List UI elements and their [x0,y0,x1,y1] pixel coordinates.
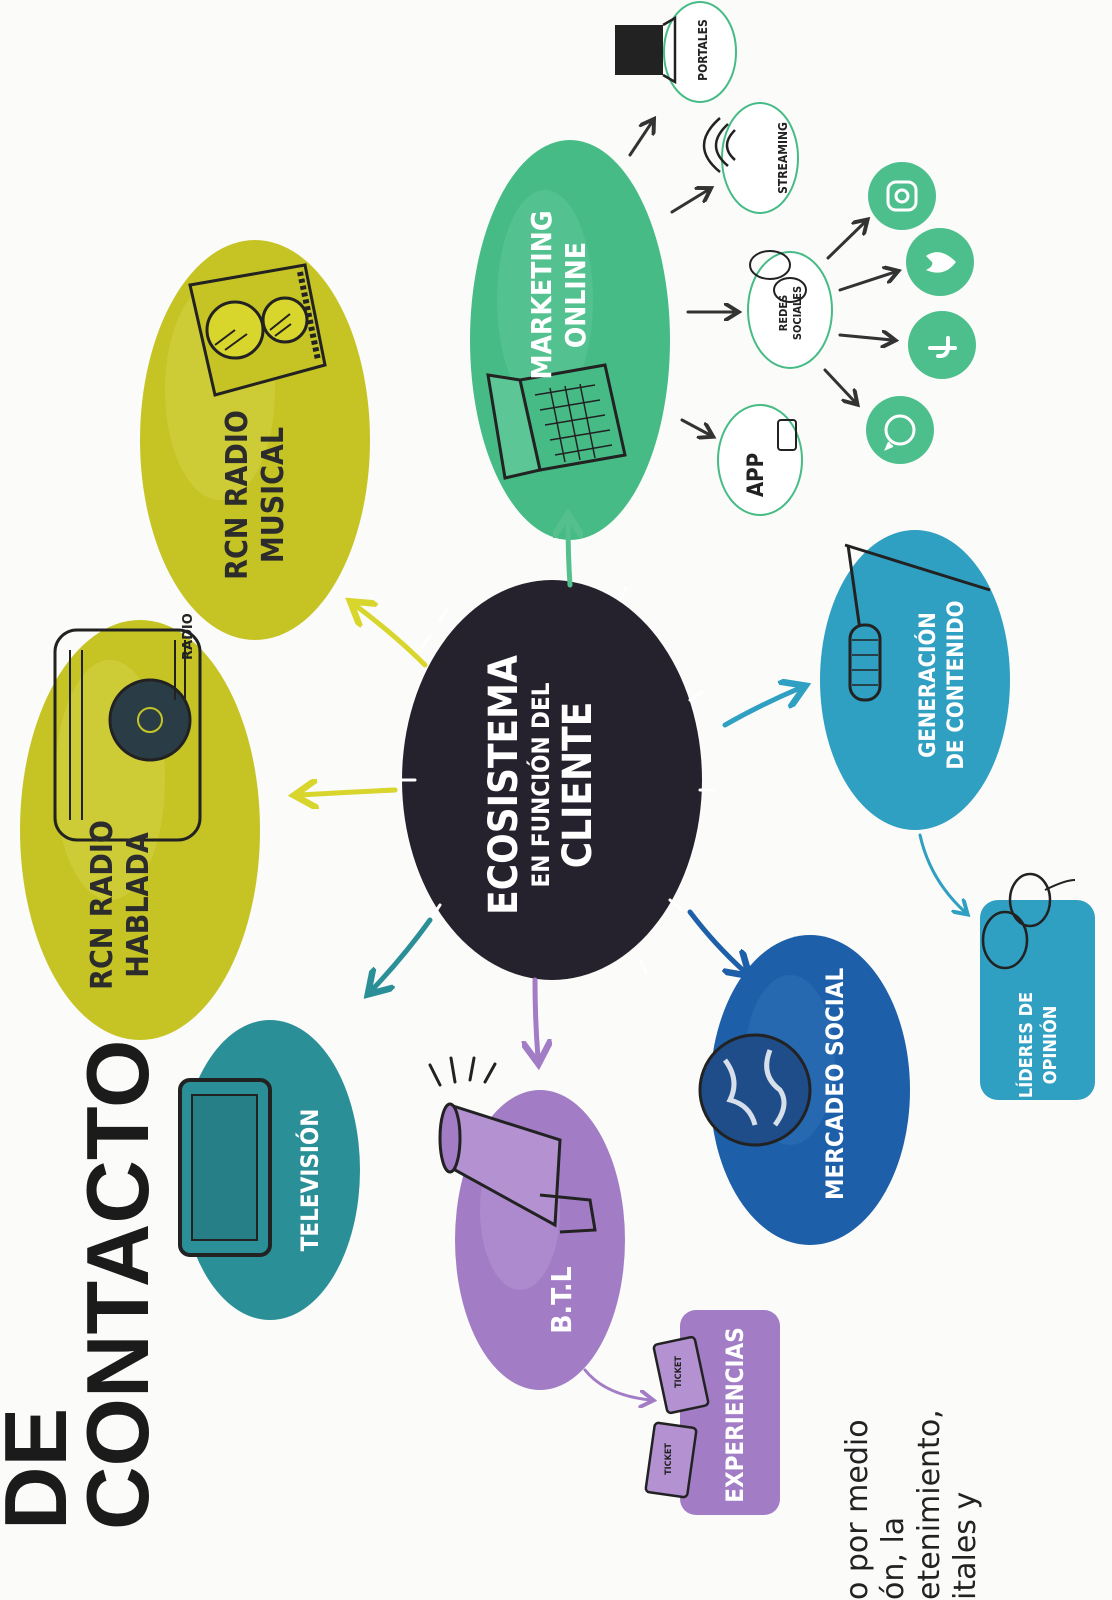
label-radio-hablada-line-1: RCN RADIO [85,805,121,1005]
ticket-label-2: TICKET [663,1434,675,1484]
label-lideres-opinion: LÍDERES DE OPINIÓN [1015,975,1075,1115]
twitter-icon [906,228,974,296]
label-radio-musical-line-1: RCN RADIO [220,395,256,595]
arrow-generacion-to-lideres [920,835,965,912]
arrow-marketing-to-app [682,420,710,435]
instagram-icon [868,162,936,230]
body-line-2: ón, la [876,1220,912,1600]
arrow-center-to-television [372,920,430,990]
label-streaming: STREAMING [775,113,795,203]
label-marketing-line-1: MARKETING [525,205,559,385]
label-redes-line-2: SOCIALES [791,273,805,353]
label-radio-musical-line-2: MUSICAL [256,395,292,595]
label-radio-musical: RCN RADIO MUSICAL [220,395,310,595]
label-portales-line-1: PORTALES [695,10,711,90]
ticket-icon-label-1: TICKET [673,1347,687,1397]
globe-icon [700,1035,810,1145]
label-experiencias: EXPERIENCIAS [720,1325,760,1505]
body-line-1: o por medio [840,1220,876,1600]
arrow-redes-to-facebook [840,335,892,340]
label-generacion-contenido: GENERACIÓN DE CONTENIDO [915,585,985,785]
ticket-icon-label-2: TICKET [663,1434,677,1484]
label-btl: B.T.L [545,1240,585,1360]
label-redes-line-1: REDES [777,273,791,353]
center-label: ECOSISTEMA EN FUNCIÓN DEL CLIENTE [482,645,622,925]
label-television: TELEVISIÓN [295,1100,335,1260]
ticket-label-1: TICKET [673,1347,685,1397]
label-redes-sociales: REDES SOCIALES [777,273,813,353]
label-app-line-1: APP [743,445,771,505]
label-streaming-line-1: STREAMING [775,113,791,203]
label-mercadeo-social: MERCADEO SOCIAL [820,980,860,1200]
label-lideres-line-1: LÍDERES DE [1015,975,1039,1115]
center-label-line-3: CLIENTE [556,645,600,925]
label-marketing-line-2: ONLINE [559,205,593,385]
arrow-center-to-radio-musical [355,605,425,665]
page-title-line-1: DE [0,1110,77,1530]
label-app: APP [743,445,777,505]
arrow-redes-to-whatsapp [825,370,855,402]
label-portales: PORTALES [695,10,715,90]
label-mercadeo-line-1: MERCADEO SOCIAL [820,980,850,1200]
label-radio-hablada: RCN RADIO HABLADA [85,805,175,1005]
arrow-center-to-btl [535,980,538,1058]
label-experiencias-line-1: EXPERIENCIAS [720,1325,750,1505]
label-radio-hablada-line-2: HABLADA [121,805,157,1005]
label-generacion-line-2: DE CONTENIDO [943,585,971,785]
arrow-btl-to-experiencias [585,1370,650,1400]
radio-icon-label: RADIO [181,613,196,660]
body-line-3: etenimiento, [912,1220,948,1600]
arrow-center-to-marketing [568,520,570,585]
center-label-line-2: EN FUNCIÓN DEL [526,645,556,925]
label-btl-line-1: B.T.L [545,1240,579,1360]
label-marketing-online: MARKETING ONLINE [525,205,615,385]
arrow-center-to-generacion [725,688,800,725]
arrow-redes-to-twitter [840,272,895,290]
body-line-4: itales y [948,1220,984,1600]
arrow-center-to-radio-hablada [300,790,395,795]
arrow-marketing-to-streaming [672,190,708,212]
television-icon [180,1080,270,1255]
label-television-line-1: TELEVISIÓN [295,1100,325,1260]
whatsapp-icon [866,396,934,464]
facebook-icon [908,311,976,379]
arrow-redes-to-instagram [828,222,865,258]
label-generacion-line-1: GENERACIÓN [915,585,943,785]
page-title: DE CONTACTO [0,1110,185,1530]
center-label-line-1: ECOSISTEMA [482,645,526,925]
label-lideres-line-2: OPINIÓN [1039,975,1063,1115]
arrow-center-to-mercadeo [690,912,745,972]
body-paragraph: o por medio ón, la etenimiento, itales y [840,1220,1060,1600]
page-title-line-2: CONTACTO [77,1110,159,1530]
arrow-marketing-to-portales [630,122,652,155]
